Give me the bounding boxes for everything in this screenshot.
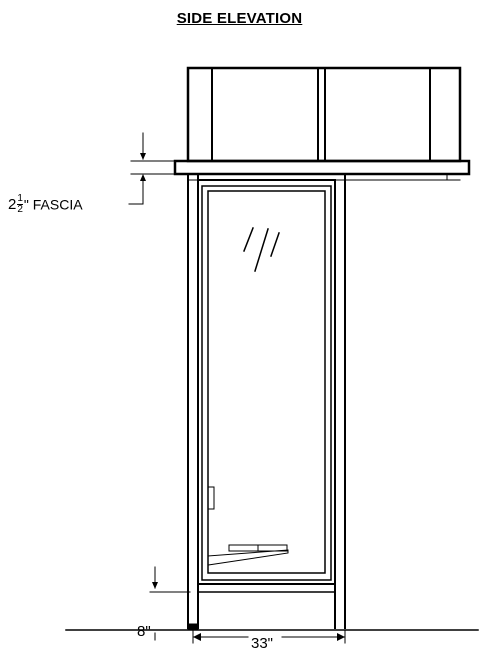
fascia-arrowhead-top [140,153,146,160]
drawing-title: SIDE ELEVATION [176,10,303,27]
interior-shelf [207,549,289,566]
door-handle [207,486,215,510]
interior-box-2 [257,544,288,552]
glass-mark-2 [254,228,269,272]
base-height-label: 8" [137,623,151,640]
fascia-arrowhead-bot [140,174,146,181]
base-dim-arrowhead [152,582,158,589]
door-glass [207,190,326,574]
fascia-text: " FASCIA [23,196,83,213]
depth-dim-arrow-left [193,633,201,641]
depth-width-label: 33" [251,635,274,652]
base-threshold [187,623,199,631]
interior-box-1 [228,544,259,552]
door-frame-mid [201,185,332,581]
fascia-whole: 2 [8,196,17,213]
glass-mark-3 [270,232,280,257]
door-frame-outer [197,179,336,585]
glass-mark-1 [243,227,254,252]
depth-dim-arrow-right [337,633,345,641]
fascia-band [173,159,471,176]
